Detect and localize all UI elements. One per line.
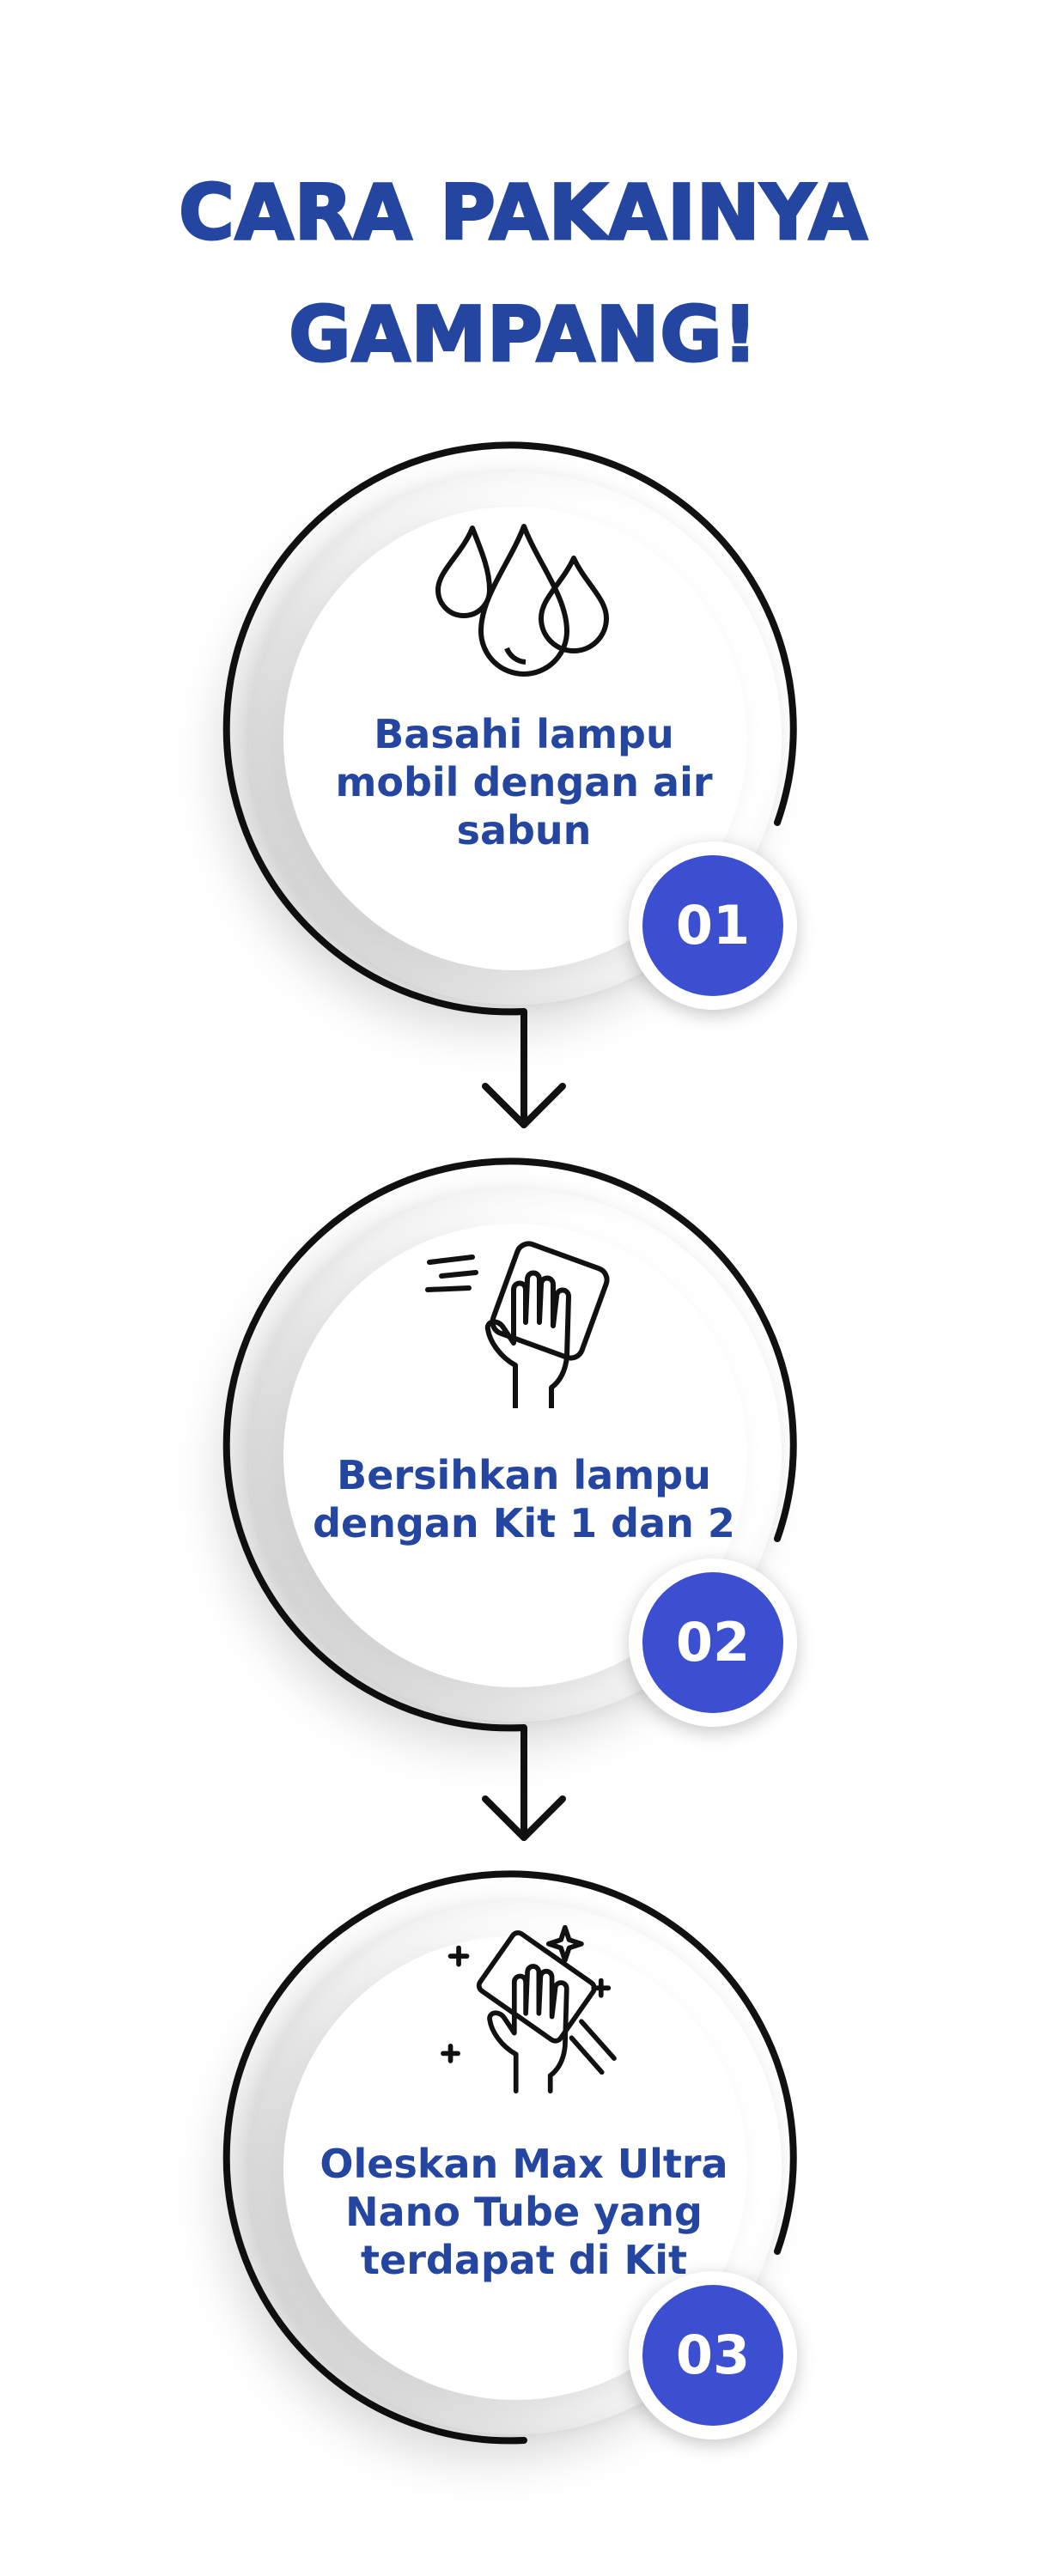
step-2-number: 02 <box>642 1572 783 1713</box>
step-3-line-3: terdapat di Kit <box>361 2237 687 2283</box>
step-1-badge: 01 <box>629 841 797 1010</box>
step-1-line-1: Basahi lampu <box>374 711 674 757</box>
step-3-number: 03 <box>642 2285 783 2426</box>
step-2-text: Bersihkan lampu dengan Kit 1 dan 2 <box>292 1451 756 1547</box>
step-1-number: 01 <box>642 855 783 996</box>
title-line-2: GAMPANG! <box>288 289 758 380</box>
title-line-1: CARA PAKAINYA <box>178 167 869 258</box>
water-drops-icon <box>435 524 609 677</box>
step-3: Oleskan Max Ultra Nano Tube yang terdapa… <box>0 1863 1047 2464</box>
step-2-line-2: dengan Kit 1 dan 2 <box>313 1500 735 1546</box>
step-2-line-1: Bersihkan lampu <box>337 1452 711 1498</box>
step-1: Basahi lampu mobil dengan air sabun 01 <box>0 434 1047 1035</box>
arrow-1-head <box>482 1083 566 1128</box>
page-title: CARA PAKAINYA GAMPANG! <box>0 152 1047 396</box>
step-3-line-1: Oleskan Max Ultra <box>320 2141 728 2187</box>
hand-polishing-sparkle-icon <box>441 1924 617 2094</box>
step-1-text: Basahi lampu mobil dengan air sabun <box>292 710 756 854</box>
step-2-badge: 02 <box>629 1558 797 1727</box>
step-2: Bersihkan lampu dengan Kit 1 dan 2 02 <box>0 1151 1047 1752</box>
step-1-arc <box>222 441 797 1128</box>
step-3-text: Oleskan Max Ultra Nano Tube yang terdapa… <box>292 2140 756 2284</box>
step-3-line-2: Nano Tube yang <box>345 2189 703 2235</box>
step-1-line-2: mobil dengan air <box>335 759 713 805</box>
arrow-2-head <box>482 1795 566 1841</box>
hand-wiping-cloth-icon <box>425 1241 610 1408</box>
step-2-arc <box>222 1157 797 1841</box>
step-1-line-3: sabun <box>456 807 592 854</box>
step-3-badge: 03 <box>629 2271 797 2439</box>
step-3-arc <box>222 1870 797 2445</box>
